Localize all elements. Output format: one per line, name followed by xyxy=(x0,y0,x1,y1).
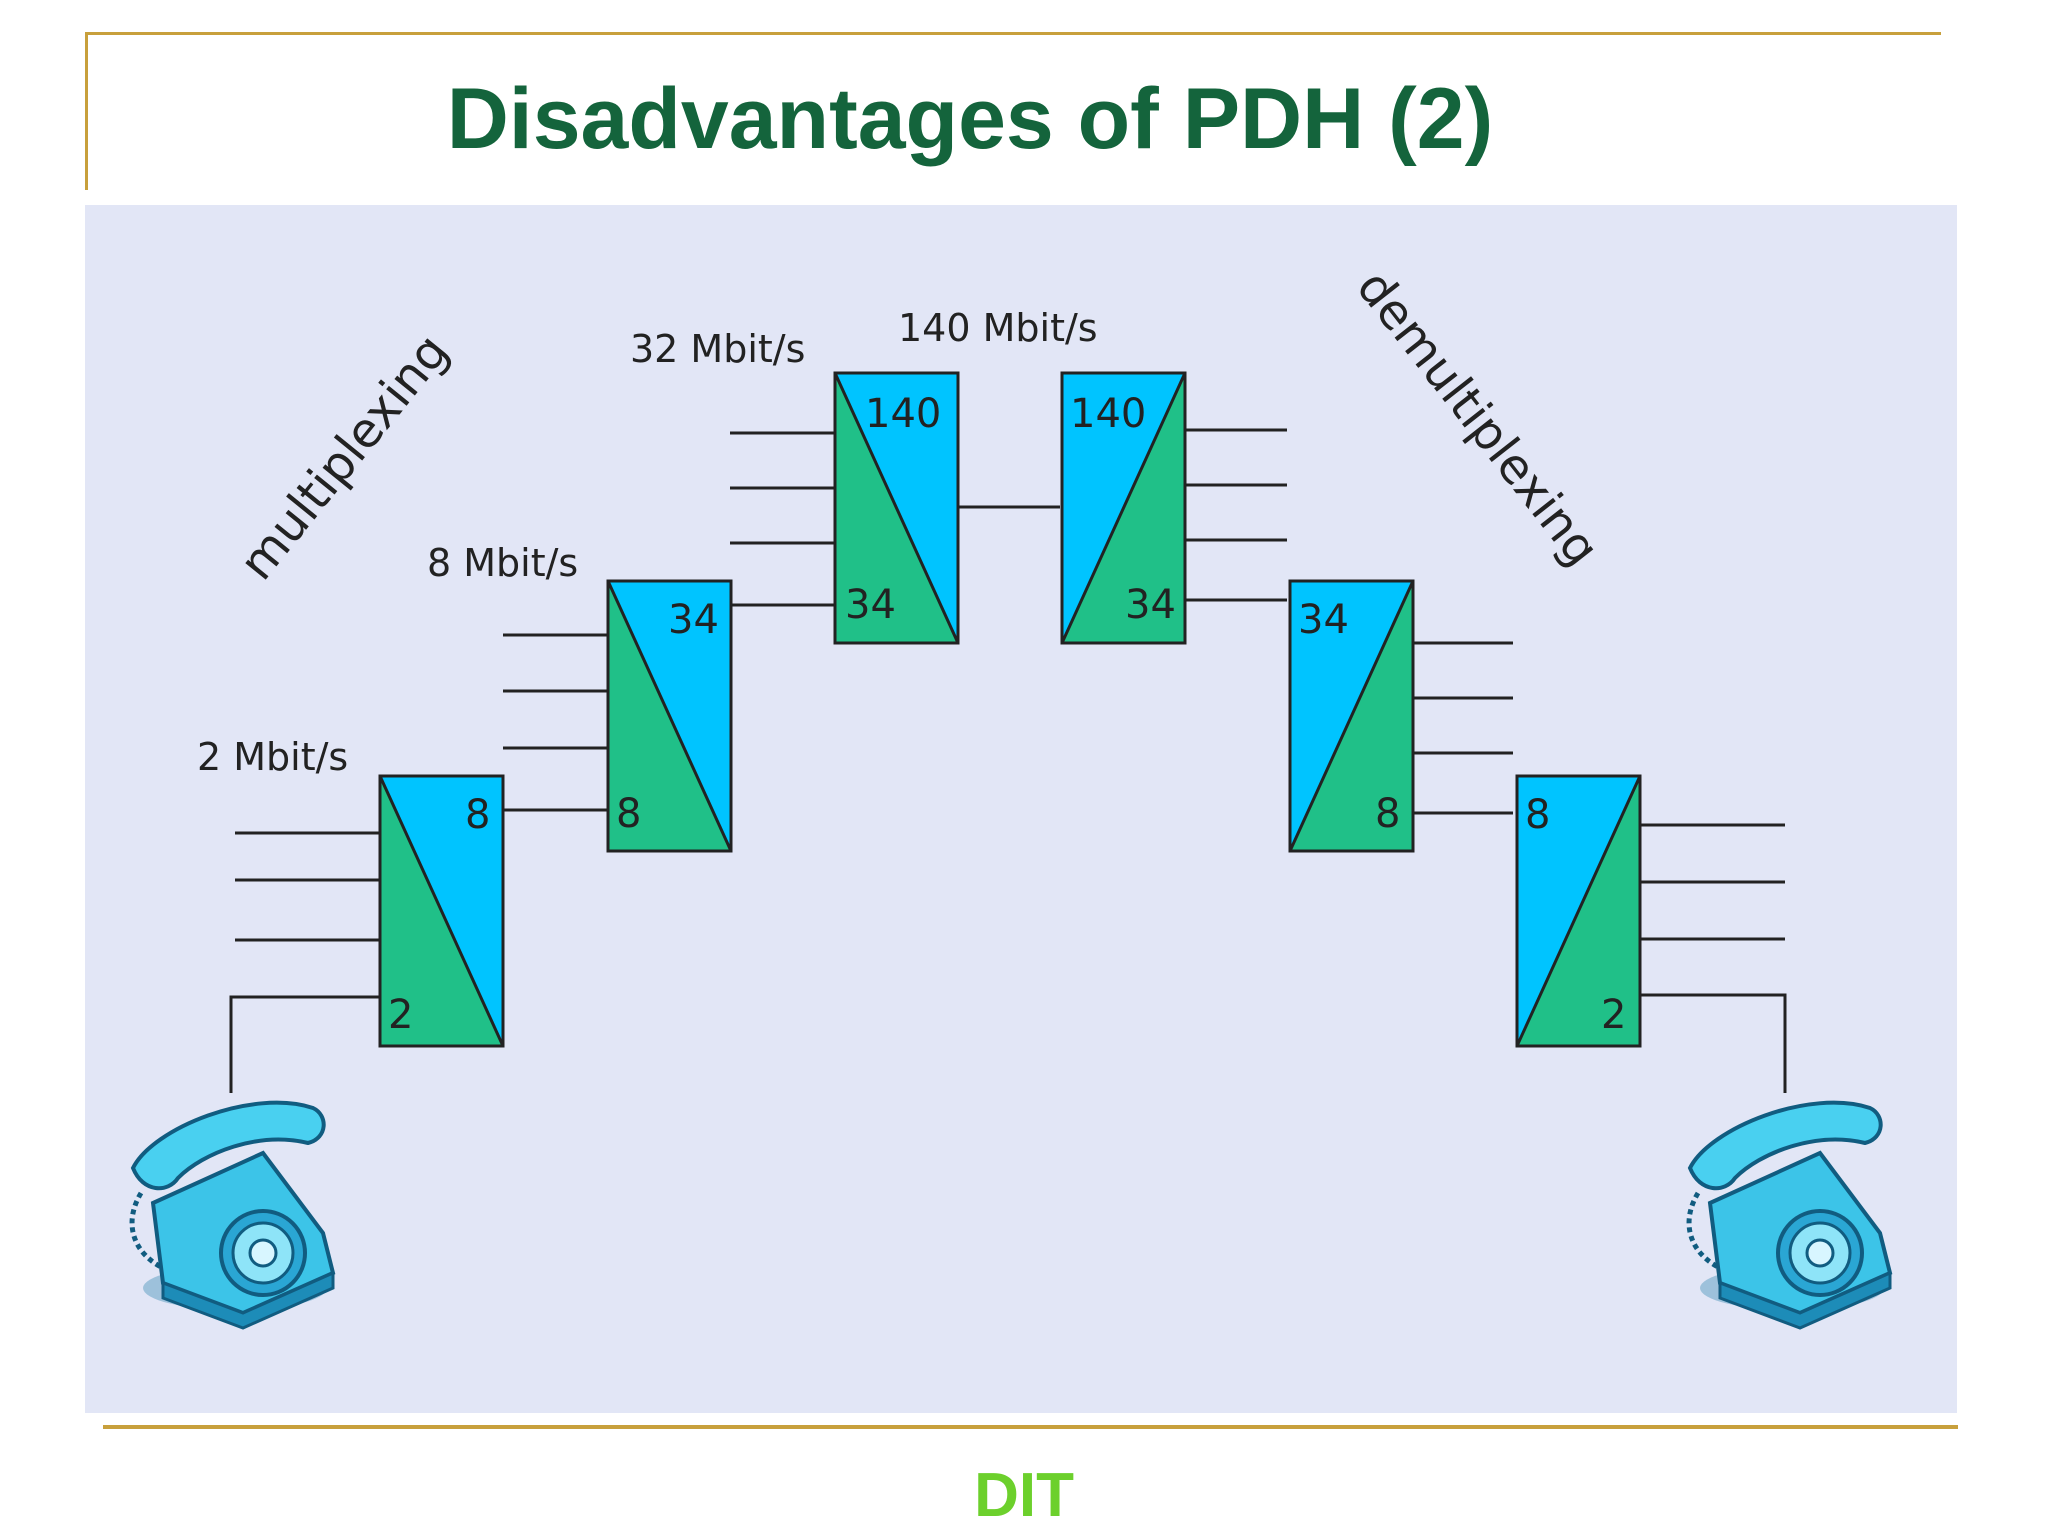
mux-input-lines xyxy=(229,431,1060,1093)
rate-label-32: 32 Mbit/s xyxy=(630,327,805,371)
slide-left-rule xyxy=(85,32,88,190)
demux-box-1-high: 140 xyxy=(1070,391,1146,437)
mux-box-1-low: 2 xyxy=(388,992,413,1038)
demux-box-3-low: 2 xyxy=(1601,992,1626,1038)
mux-box-2-low: 8 xyxy=(616,791,641,837)
mux-box-1: 8 2 xyxy=(378,774,505,1048)
slide-bottom-rule xyxy=(103,1425,1958,1429)
telephone-icon xyxy=(1689,1103,1890,1328)
slide-title: Disadvantages of PDH (2) xyxy=(446,71,1494,167)
telephone-icon xyxy=(132,1103,333,1328)
slide-top-rule xyxy=(85,32,1941,35)
demux-box-1: 140 34 xyxy=(1060,371,1187,645)
mux-box-2: 34 8 xyxy=(606,579,733,853)
rate-label-140: 140 Mbit/s xyxy=(898,306,1098,350)
slide-footer: DIT xyxy=(974,1461,1074,1530)
mux-box-3: 140 34 xyxy=(833,371,960,645)
demultiplexing-label: demultiplexing xyxy=(1346,260,1610,576)
rate-label-2: 2 Mbit/s xyxy=(197,735,348,779)
rate-label-8: 8 Mbit/s xyxy=(427,541,578,585)
demux-box-1-low: 34 xyxy=(1125,582,1176,628)
demux-output-lines xyxy=(1182,428,1787,1093)
mux-box-3-low: 34 xyxy=(845,582,896,628)
demux-box-3: 8 2 xyxy=(1515,774,1642,1048)
pdh-diagram: multiplexing demultiplexing 2 Mbit/s 8 M… xyxy=(85,205,1957,1413)
demux-box-2-low: 8 xyxy=(1375,791,1400,837)
demux-box-3-high: 8 xyxy=(1525,792,1550,838)
mux-box-1-high: 8 xyxy=(465,792,490,838)
mux-box-3-high: 140 xyxy=(865,391,941,437)
multiplexing-label: multiplexing xyxy=(229,324,460,591)
demux-box-2-high: 34 xyxy=(1298,597,1349,643)
demux-box-2: 34 8 xyxy=(1288,579,1415,853)
mux-box-2-high: 34 xyxy=(668,597,719,643)
